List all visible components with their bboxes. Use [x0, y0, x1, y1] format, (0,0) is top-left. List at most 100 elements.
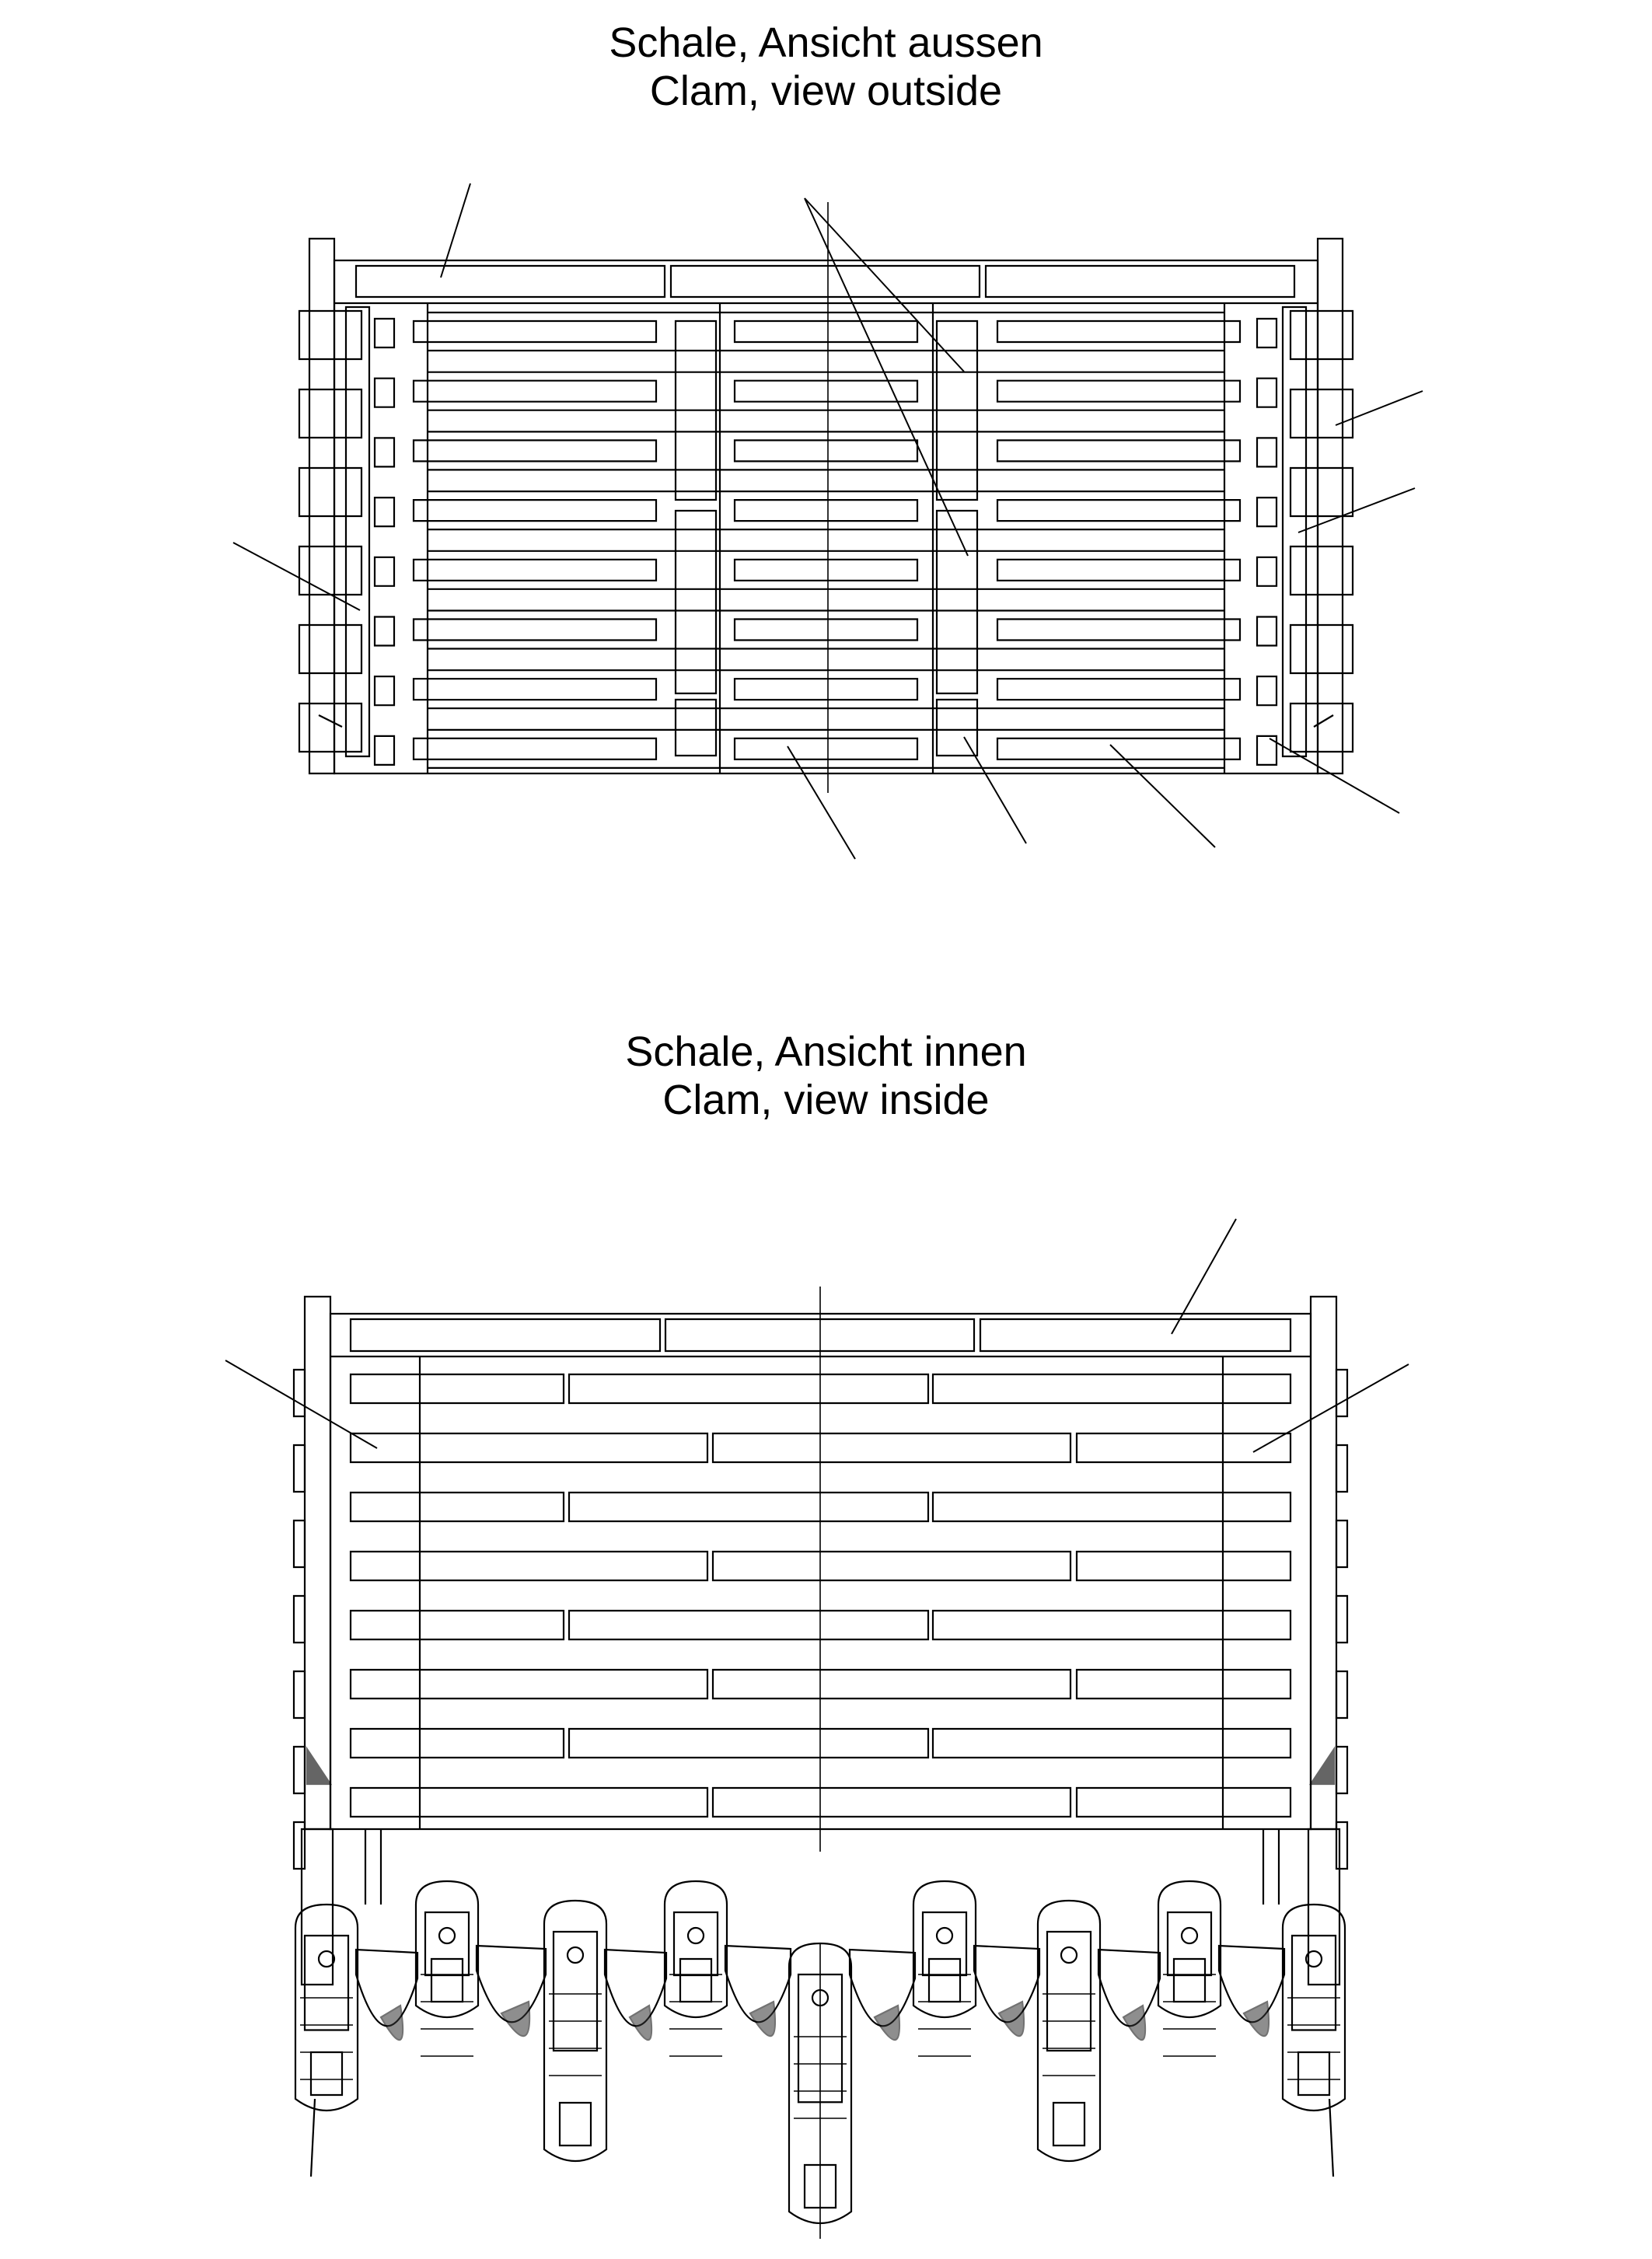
outside-clip-left	[375, 557, 394, 586]
tooth-body	[1047, 1932, 1091, 2051]
outside-slat-right	[997, 620, 1240, 641]
inside-slat-group	[351, 1374, 1291, 1817]
outside-slat-left	[414, 560, 656, 581]
outside-view-title-en: Clam, view outside	[649, 68, 1003, 114]
outside-clip-left	[375, 319, 394, 347]
tooth-tip	[431, 1959, 463, 2002]
lip-shade	[381, 2006, 403, 2040]
lip-shade	[1244, 2002, 1269, 2036]
tooth-pin	[1306, 1951, 1322, 1967]
side-tooth-right	[1336, 1445, 1347, 1492]
outside-side-block-left	[299, 704, 361, 752]
inside-side-teeth	[294, 1370, 1347, 1869]
inside-view-drawing	[225, 1219, 1409, 2239]
outside-clip-right	[1257, 498, 1277, 526]
tooth-pin	[439, 1928, 455, 1943]
tooth-tip	[1174, 1959, 1205, 2002]
tooth-pin	[1182, 1928, 1197, 1943]
outside-slat-right	[997, 500, 1240, 521]
outside-clip-right	[1257, 379, 1277, 407]
side-tooth-left	[294, 1822, 305, 1869]
outside-side-block-right	[1291, 311, 1353, 359]
outside-slat-right	[997, 738, 1240, 759]
tooth-adapter	[1283, 1905, 1345, 2111]
top-plate	[986, 266, 1294, 297]
tooth-pin	[937, 1928, 952, 1943]
outside-frame	[334, 260, 1318, 773]
inside-leader-lines	[225, 1219, 1409, 1452]
side-tooth-right	[1336, 1671, 1347, 1718]
inside-slat	[713, 1433, 1070, 1462]
outside-clip-right	[1257, 319, 1277, 347]
inside-slat	[1077, 1433, 1291, 1462]
outside-clip-right	[1257, 736, 1277, 765]
outside-side-block-right	[1291, 389, 1353, 438]
outside-slat-left	[414, 679, 656, 700]
outside-clip-left	[375, 736, 394, 765]
inside-slat	[1077, 1670, 1291, 1699]
outside-slat-left	[414, 500, 656, 521]
inside-slat	[351, 1374, 564, 1403]
outside-side-block-right	[1291, 546, 1353, 595]
lip-shade	[750, 2002, 775, 2036]
inside-slat	[351, 1611, 564, 1639]
inside-slat	[933, 1611, 1291, 1639]
tooth-pin	[319, 1951, 334, 1967]
outside-side-block-right	[1291, 625, 1353, 673]
tooth-pin	[1061, 1947, 1077, 1963]
outside-side-block-left	[299, 625, 361, 673]
top-plate	[351, 1319, 660, 1351]
inside-slat	[713, 1670, 1070, 1699]
lip-shade	[1123, 2006, 1145, 2040]
outside-slat-right	[997, 679, 1240, 700]
tooth-adapter	[416, 1881, 478, 2017]
inside-slat	[933, 1729, 1291, 1758]
outside-clip-right	[1257, 617, 1277, 646]
top-plate	[356, 266, 665, 297]
inside-slat	[933, 1374, 1291, 1403]
tooth-body	[923, 1912, 966, 1975]
tooth-adapter	[1038, 1901, 1100, 2161]
axis-tail	[311, 2099, 315, 2177]
outside-clip-left	[375, 676, 394, 705]
outside-slat-right	[997, 560, 1240, 581]
tooth-adapter	[544, 1901, 606, 2161]
inside-right-post	[1311, 1297, 1336, 1829]
tooth-tip	[1298, 2052, 1329, 2095]
tooth-adapter	[1158, 1881, 1221, 2017]
outside-clip-left	[375, 617, 394, 646]
inside-slat	[569, 1611, 928, 1639]
outside-clip-right	[1257, 676, 1277, 705]
tooth-adapter	[665, 1881, 727, 2017]
outside-slat-right	[997, 321, 1240, 342]
left-inner-rail	[346, 307, 369, 756]
outside-side-block-left	[299, 468, 361, 516]
inside-slat	[569, 1374, 928, 1403]
outside-slat-left	[414, 321, 656, 342]
outside-slat-center	[735, 620, 917, 641]
lip-shade	[999, 2002, 1024, 2036]
tooth-body	[1292, 1936, 1336, 2030]
lip-shade	[630, 2006, 651, 2040]
tooth-body	[674, 1912, 718, 1975]
outside-slat-left	[414, 738, 656, 759]
side-tooth-right	[1336, 1747, 1347, 1793]
outside-slat-center	[735, 679, 917, 700]
inside-slat	[713, 1552, 1070, 1580]
outside-right-post	[1318, 239, 1343, 773]
inside-slat	[351, 1670, 707, 1699]
outside-leader-lines	[233, 183, 1423, 859]
outside-clip-left	[375, 438, 394, 466]
inside-slat	[1077, 1788, 1291, 1817]
tooth-body	[425, 1912, 469, 1975]
side-tooth-right	[1336, 1822, 1347, 1869]
tooth-body	[1168, 1912, 1211, 1975]
shank	[1308, 1829, 1339, 1985]
tooth-adapter-row	[295, 1829, 1345, 2239]
outside-slat-center	[735, 738, 917, 759]
inside-slat	[351, 1552, 707, 1580]
side-tooth-left	[294, 1671, 305, 1718]
top-plate	[671, 266, 980, 297]
side-tooth-right	[1336, 1370, 1347, 1416]
